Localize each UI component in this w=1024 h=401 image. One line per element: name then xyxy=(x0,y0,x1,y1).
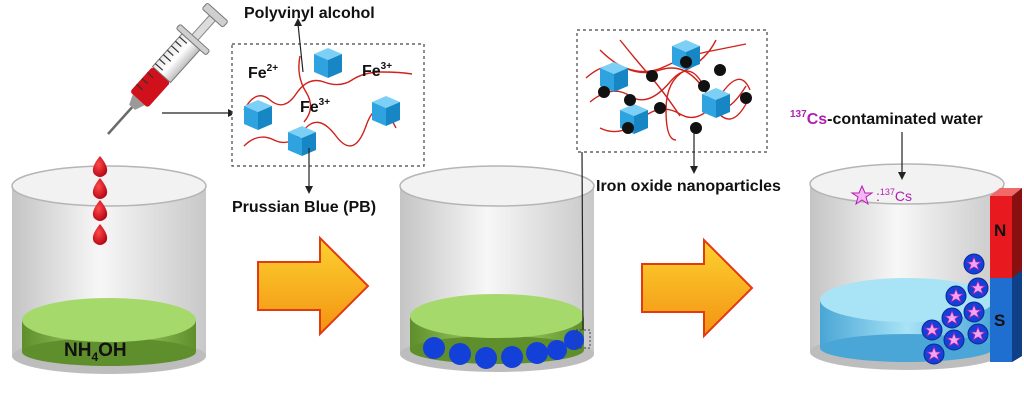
magnet-icon: N S xyxy=(990,188,1022,362)
beaker-3 xyxy=(809,163,1005,370)
cs-legend: :137Cs xyxy=(850,184,912,206)
pb-reaction-box: Fe2+ Fe3+ Fe3+ xyxy=(231,43,425,167)
magnetic-particles xyxy=(423,330,584,369)
iron-oxide-label: Iron oxide nanoparticles xyxy=(596,178,781,195)
fe3-label-1: Fe3+ xyxy=(362,61,392,80)
pva-chains xyxy=(243,55,413,147)
syringe-icon xyxy=(107,3,228,135)
process-arrow-1 xyxy=(257,235,370,337)
nh4oh-label: NH4OH xyxy=(64,340,127,364)
process-arrow-2 xyxy=(641,237,754,339)
magnet-s-label: S xyxy=(994,311,1005,330)
cs-water-label: 137Cs-contaminated water xyxy=(790,109,983,128)
pb-label: Prussian Blue (PB) xyxy=(232,199,376,216)
fe2-label: Fe2+ xyxy=(248,63,278,82)
iron-oxide-particles xyxy=(598,56,752,134)
fe3-label-2: Fe3+ xyxy=(300,97,330,116)
beaker-2 xyxy=(399,165,595,372)
magnet-n-label: N xyxy=(994,221,1006,240)
cs-legend-label: :137Cs xyxy=(876,187,912,204)
captured-particles xyxy=(921,253,989,365)
pva-label: Polyvinyl alcohol xyxy=(244,5,375,22)
beaker-1: NH4OH xyxy=(11,165,207,374)
blood-drops xyxy=(92,156,108,245)
iron-oxide-box xyxy=(576,29,768,153)
